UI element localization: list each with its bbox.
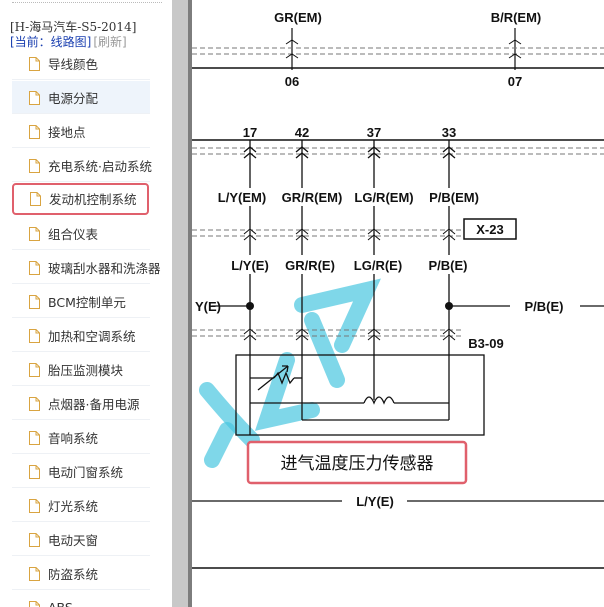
document-icon — [29, 328, 40, 343]
document-icon — [30, 192, 41, 206]
sidebar-item[interactable]: 接地点 — [12, 115, 150, 148]
sidebar-item[interactable]: 充电系统·启动系统 — [12, 149, 152, 182]
sidebar-item[interactable]: 灯光系统 — [12, 489, 150, 522]
sidebar-item[interactable]: 电动门窗系统 — [12, 455, 150, 488]
pin-label-06: 06 — [285, 74, 299, 89]
sidebar-item[interactable]: 胎压监测模块 — [12, 353, 150, 386]
sidebar-item[interactable]: 发动机控制系统 — [12, 183, 149, 215]
wire-label-e-3: P/B(E) — [429, 258, 468, 273]
breadcrumb-vehicle: [H-海马汽车-S5-2014] — [10, 20, 137, 34]
sidebar-item[interactable]: 点烟器·备用电源 — [12, 387, 150, 420]
sensor-highlight-box — [246, 440, 468, 485]
sidebar: [H-海马汽车-S5-2014] [当前：线路图][刷新] 导线颜色电源分配接地… — [0, 0, 170, 607]
sidebar-item-label: 充电系统·启动系统 — [48, 158, 152, 174]
wire-label-em-2: LG/R(EM) — [354, 190, 413, 205]
sidebar-item[interactable]: 电源分配 — [12, 81, 150, 114]
pin-label-07: 07 — [508, 74, 522, 89]
sensor-box — [235, 354, 485, 436]
wire-label-e-1: GR/R(E) — [285, 258, 335, 273]
sidebar-item-label: BCM控制单元 — [48, 294, 126, 310]
sensor-connector-label: B3-09 — [468, 336, 503, 351]
sensor-name: 进气温度压力传感器 — [281, 454, 434, 474]
sidebar-item-label: ABS — [48, 599, 73, 607]
document-icon — [29, 430, 40, 445]
sidebar-item-label: 胎压监测模块 — [48, 362, 124, 378]
connector-x23-label: X-23 — [476, 222, 503, 237]
sidebar-item-label: 点烟器·备用电源 — [48, 396, 140, 412]
sidebar-item[interactable]: 组合仪表 — [12, 217, 150, 250]
pin-33: 33 — [442, 125, 456, 140]
document-icon — [29, 294, 40, 309]
sidebar-item-label: 导线颜色 — [48, 56, 99, 72]
wire-label-em-3: P/B(EM) — [429, 190, 479, 205]
sidebar-item[interactable]: 音响系统 — [12, 421, 150, 454]
document-icon — [29, 226, 40, 241]
breadcrumb-current[interactable]: [当前：线路图] — [10, 35, 92, 49]
document-icon — [29, 566, 40, 581]
document-icon — [29, 158, 40, 173]
junction-dot — [445, 302, 453, 310]
sidebar-item[interactable]: ABS — [12, 591, 150, 607]
document-icon — [29, 396, 40, 411]
sidebar-scrollbar[interactable] — [172, 0, 188, 607]
breadcrumb: [当前：线路图][刷新] — [10, 33, 127, 50]
refresh-link[interactable]: [刷新] — [93, 35, 127, 49]
document-icon — [29, 362, 40, 377]
wire-label-bottom: L/Y(E) — [356, 494, 394, 509]
sidebar-item-label: 组合仪表 — [48, 226, 99, 242]
document-icon — [29, 56, 40, 71]
pane-divider[interactable] — [188, 0, 192, 607]
sidebar-item[interactable]: 玻璃刮水器和洗涤器 — [12, 251, 161, 284]
wire-label-e-2: LG/R(E) — [354, 258, 402, 273]
document-icon — [29, 464, 40, 479]
sidebar-item[interactable]: 防盗系统 — [12, 557, 150, 590]
wire-label-left: Y(E) — [195, 299, 221, 314]
wire-label-top-0: GR(EM) — [274, 10, 322, 25]
sidebar-item-label: 玻璃刮水器和洗涤器 — [48, 260, 161, 276]
sidebar-item[interactable]: 导线颜色 — [12, 47, 150, 80]
sidebar-item-label: 电源分配 — [48, 90, 99, 106]
document-icon — [29, 260, 40, 275]
junction-dot — [246, 302, 254, 310]
pin-42: 42 — [295, 125, 309, 140]
sidebar-item-label: 防盗系统 — [48, 566, 99, 582]
sidebar-item-label: 电动天窗 — [48, 532, 99, 548]
sidebar-item-label: 电动门窗系统 — [48, 464, 124, 480]
sidebar-item-label: 加热和空调系统 — [48, 328, 136, 344]
wiring-diagram: GR(EM) B/R(EM) 06 07 17 42 37 33 — [192, 0, 604, 607]
sidebar-item[interactable]: 电动天窗 — [12, 523, 150, 556]
pin-37: 37 — [367, 125, 381, 140]
sidebar-item-label: 发动机控制系统 — [49, 192, 137, 207]
sensor-internals — [250, 365, 449, 421]
wire-label-em-0: L/Y(EM) — [218, 190, 266, 205]
wire-label-right: P/B(E) — [525, 299, 564, 314]
document-icon — [29, 600, 40, 607]
wire-label-em-1: GR/R(EM) — [282, 190, 343, 205]
sidebar-top-divider — [12, 2, 162, 3]
sidebar-item[interactable]: 加热和空调系统 — [12, 319, 150, 352]
sidebar-item-label: 接地点 — [48, 124, 86, 140]
document-icon — [29, 90, 40, 105]
sidebar-item-label: 音响系统 — [48, 430, 99, 446]
document-icon — [29, 498, 40, 513]
sidebar-item[interactable]: BCM控制单元 — [12, 285, 150, 318]
document-icon — [29, 532, 40, 547]
wire-label-e-0: L/Y(E) — [231, 258, 269, 273]
pin-17: 17 — [243, 125, 257, 140]
wire-label-top-1: B/R(EM) — [491, 10, 542, 25]
connector-box — [463, 218, 517, 240]
sidebar-item-label: 灯光系统 — [48, 498, 99, 514]
document-icon — [29, 124, 40, 139]
